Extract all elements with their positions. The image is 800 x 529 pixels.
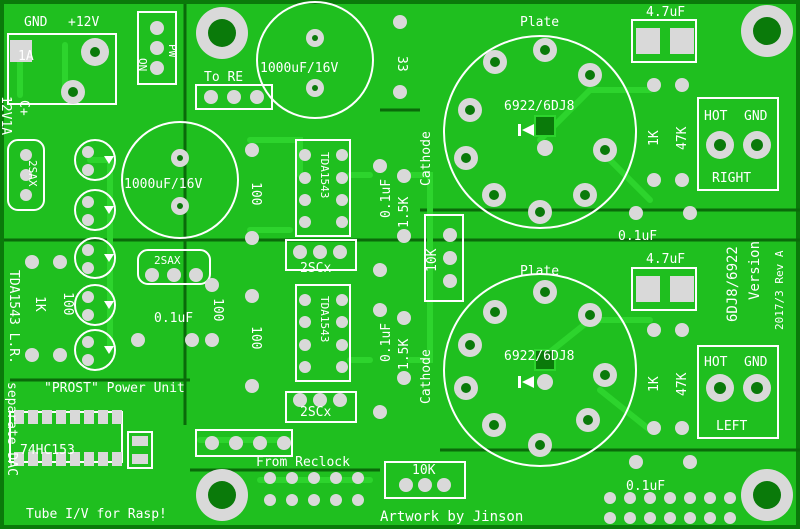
separate-dac-label: separate DAC	[4, 382, 19, 476]
tube-bottom-label: 6922/6DJ8	[504, 349, 575, 364]
pot-a-label: 10K	[425, 248, 440, 272]
resistor-pads-left	[25, 255, 67, 362]
diode-symbols	[518, 124, 534, 388]
hot-bottom-label: HOT	[704, 355, 728, 370]
r100-left-label: 100	[60, 292, 75, 316]
prost-label: "PROST" Power Unit	[44, 381, 185, 396]
c01-c-label: 0.1uF	[379, 322, 394, 362]
r1k-top-label: 1K	[647, 130, 662, 146]
chip-label: 74HC153	[20, 443, 75, 458]
sax-top-label: 2SAX	[26, 160, 39, 187]
amp-label: 1A	[18, 49, 34, 64]
r1k-left-label: 1K	[32, 296, 47, 312]
version-title: 6DJ8/6922	[725, 246, 741, 322]
c01-top-label: 0.1uF	[618, 229, 658, 244]
tda-chip-top	[295, 139, 351, 237]
r1k-bottom-label: 1K	[647, 376, 662, 392]
plate-bottom-label: Plate	[520, 264, 560, 279]
transistor-top	[285, 239, 357, 271]
pot-b-label: 10K	[412, 463, 436, 478]
power-connector	[7, 33, 117, 105]
transistor-left	[137, 249, 211, 285]
tube-socket-top	[443, 35, 637, 229]
film-cap-top	[631, 19, 697, 63]
hot-top-label: HOT	[704, 109, 728, 124]
film-cap-bottom	[631, 267, 697, 311]
gnd-bottom-label: GND	[744, 355, 768, 370]
tube-top-label: 6922/6DJ8	[504, 99, 575, 114]
artwork-credit: Artwork by Jinson	[380, 509, 524, 525]
to-re-header	[195, 84, 273, 110]
tda-top-label: TDA1543	[318, 152, 331, 199]
gnd-top-label: GND	[744, 109, 768, 124]
power-switch	[137, 11, 177, 85]
r33-label: 33	[394, 56, 409, 72]
cap47-top-label: 4.7uF	[646, 5, 686, 20]
rev-label: 2017/3 Rev A	[773, 250, 786, 330]
smd-cap	[127, 431, 153, 469]
r100-c-label: 100	[248, 326, 263, 350]
cathode-top-label: Cathode	[419, 131, 434, 186]
c01-bottom-label: 0.1uF	[626, 479, 666, 494]
scx-top-label: 2SCx	[300, 261, 332, 276]
gnd-label: GND	[24, 15, 48, 30]
left-label: LEFT	[716, 419, 748, 434]
sax-bottom-label: 2SAX	[154, 254, 181, 267]
r15k-b-label: 1.5K	[397, 338, 412, 370]
c01-a-label: 0.1uF	[379, 178, 394, 218]
cathode-bottom-label: Cathode	[419, 349, 434, 404]
r100-a-label: 100	[248, 182, 263, 206]
capacitor-large-mid	[121, 121, 239, 239]
tube-socket-bottom	[443, 273, 637, 467]
cap-top-label: 1000uF/16V	[260, 61, 339, 76]
scx-bottom-label: 2SCx	[300, 405, 332, 420]
mounting-holes	[196, 5, 793, 521]
capacitor-large-top	[256, 1, 374, 119]
tube-iv-label: Tube I/V for Rasp!	[26, 507, 167, 522]
r15k-a-label: 1.5K	[397, 196, 412, 228]
r47k-bottom-label: 47K	[675, 372, 690, 396]
plate-top-label: Plate	[520, 15, 560, 30]
trim-pot-mid	[424, 214, 464, 302]
component-pads	[131, 15, 697, 469]
pw-label: PW	[166, 44, 179, 58]
led-column	[74, 139, 116, 371]
v12-label: +12V	[68, 15, 100, 30]
reclock-label: From Reclock	[256, 455, 350, 470]
right-label: RIGHT	[712, 171, 752, 186]
chip-74hc153	[9, 410, 123, 466]
gpio-header	[604, 492, 736, 524]
tda-chip-bottom	[295, 284, 351, 382]
cap-mid-label: 1000uF/16V	[124, 177, 203, 192]
reclock-header	[195, 429, 364, 506]
r100-b-label: 100	[210, 298, 225, 322]
to-re-label: To RE	[204, 70, 244, 85]
on-label: ON	[136, 58, 149, 72]
tda-lr-label: TDA1543 L.R.	[6, 270, 21, 364]
c01-b-label: 0.1uF	[154, 311, 194, 326]
cap47-bottom-label: 4.7uF	[646, 252, 686, 267]
version-word: Version	[747, 240, 763, 300]
cplus-label: C+	[16, 100, 31, 116]
tda-bottom-label: TDA1543	[318, 296, 331, 343]
output-left	[697, 345, 779, 439]
trim-pot-bottom	[384, 461, 466, 499]
transistor-2sax	[7, 139, 45, 211]
output-right	[697, 97, 779, 191]
v12a-label: 12V1A	[0, 96, 13, 136]
transistor-bottom	[285, 391, 357, 423]
r47k-top-label: 47K	[675, 126, 690, 150]
